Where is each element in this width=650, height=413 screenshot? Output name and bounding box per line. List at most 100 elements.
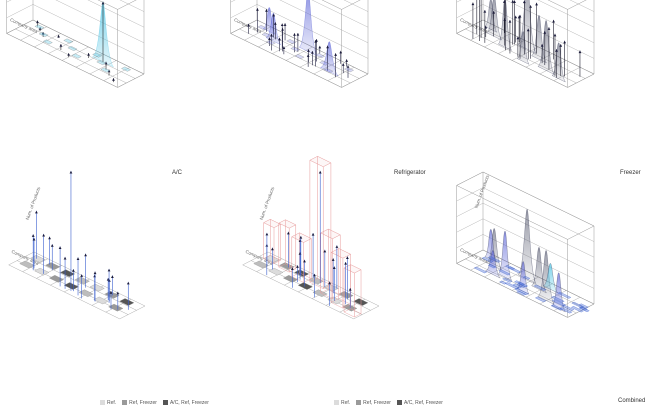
combined-floor-patch bbox=[487, 256, 502, 263]
stem-arrowhead bbox=[508, 19, 512, 23]
wall-grid-line bbox=[6, 0, 12, 3]
frame-edge bbox=[6, 0, 145, 88]
company-area-tile bbox=[286, 39, 297, 45]
stem-arrowhead bbox=[311, 232, 315, 236]
combined-floor-patch bbox=[517, 281, 525, 286]
stem-arrowhead bbox=[265, 232, 269, 236]
stem-arrowhead bbox=[563, 40, 567, 44]
company-area-tile bbox=[121, 66, 132, 72]
capacity-box-base bbox=[263, 255, 282, 264]
axis-label-y: Num. of Products bbox=[259, 186, 276, 221]
wall-grid-line bbox=[119, 0, 145, 12]
stem-arrowhead bbox=[278, 37, 281, 41]
axis-label-x: Company area bbox=[459, 247, 488, 264]
axis-label-x: Company area bbox=[9, 17, 38, 34]
stem-arrowhead bbox=[522, 0, 526, 4]
company-area-tile bbox=[100, 67, 111, 73]
floor-grid-line bbox=[256, 258, 282, 272]
company-area-tile bbox=[268, 267, 284, 276]
stem-arrowhead bbox=[58, 246, 62, 249]
stem-arrowhead bbox=[42, 233, 46, 237]
floor-grid-line bbox=[299, 53, 327, 68]
stem-arrowhead bbox=[116, 291, 120, 295]
stem-arrowhead bbox=[93, 274, 97, 278]
company-area-tile bbox=[34, 267, 50, 276]
company-area-tile bbox=[19, 260, 35, 269]
company-area-tile bbox=[294, 269, 310, 277]
stem-arrowhead bbox=[93, 271, 97, 275]
combined-floor-patch bbox=[504, 282, 520, 290]
wall-grid-line bbox=[569, 0, 595, 12]
stem-arrowhead bbox=[35, 210, 38, 214]
company-area-tile bbox=[108, 303, 124, 312]
stem-arrowhead bbox=[345, 59, 349, 62]
stem-arrowhead bbox=[483, 10, 487, 13]
combined-floor-patch bbox=[578, 306, 590, 313]
stem-arrowhead bbox=[314, 40, 318, 43]
floor-grid-line bbox=[25, 256, 137, 311]
capacity-box bbox=[309, 156, 332, 167]
stem-arrowhead bbox=[272, 13, 276, 17]
company-area-tile bbox=[74, 276, 90, 285]
stem-arrowhead bbox=[526, 28, 530, 32]
capacity-box bbox=[343, 264, 362, 274]
company-area-tile bbox=[78, 289, 94, 297]
capacity-box bbox=[278, 219, 297, 229]
combined-floor-patch bbox=[487, 263, 497, 269]
stem-arrowhead bbox=[326, 45, 329, 49]
stem-arrowhead bbox=[552, 19, 556, 23]
stem-arrowhead bbox=[296, 32, 300, 36]
company-area-tile bbox=[342, 303, 358, 312]
wall-grid-line bbox=[482, 218, 595, 273]
stem-arrowhead bbox=[345, 256, 349, 259]
stem-arrowhead bbox=[332, 266, 336, 269]
combined-floor-patch bbox=[570, 306, 584, 313]
floor-grid-line bbox=[8, 264, 120, 320]
floor-grid-line bbox=[15, 28, 127, 84]
stem-arrowhead bbox=[307, 49, 310, 52]
combined-floor-patch bbox=[514, 287, 529, 296]
combined-floor-patch bbox=[516, 290, 527, 296]
stem-arrowhead bbox=[471, 2, 475, 6]
company-area-tile bbox=[42, 39, 53, 45]
stem-arrowhead bbox=[502, 0, 506, 3]
combined-floor-patch bbox=[535, 296, 547, 303]
stem-arrowhead bbox=[555, 49, 558, 52]
wall-grid-line bbox=[279, 0, 369, 43]
stem-arrowhead bbox=[540, 44, 544, 47]
combined-floor-patch bbox=[522, 275, 531, 280]
combined-floor-patch bbox=[559, 307, 573, 314]
stem-arrowhead bbox=[313, 273, 316, 277]
stem-arrowhead bbox=[36, 20, 39, 24]
stem-arrowhead bbox=[107, 279, 111, 282]
stem-arrowhead bbox=[256, 8, 259, 11]
capacity-box bbox=[330, 248, 352, 259]
capacity-box-base bbox=[343, 308, 362, 318]
stem-arrowhead bbox=[280, 23, 284, 27]
stem-arrowhead bbox=[282, 46, 286, 49]
wall-grid-line bbox=[456, 0, 462, 3]
stem-arrowhead bbox=[273, 22, 277, 25]
stem-arrowhead bbox=[517, 15, 521, 19]
combined-floor-patch bbox=[499, 280, 507, 285]
stem-arrowhead bbox=[265, 9, 268, 12]
stem-arrowhead bbox=[80, 274, 84, 277]
company-area-tile bbox=[315, 53, 326, 59]
frame-edge bbox=[230, 0, 369, 88]
stem-arrowhead bbox=[84, 253, 88, 257]
legend-middle: Ref. Ref, Freezer A/C, Ref, Freezer bbox=[334, 400, 443, 406]
company-area-tile bbox=[283, 275, 299, 283]
panel-title-refrigerator: Refrigerator bbox=[394, 170, 426, 176]
wall-grid-line bbox=[456, 203, 484, 217]
wall-grid-line bbox=[482, 187, 595, 242]
stem-arrowhead bbox=[59, 44, 63, 47]
wall-grid-line bbox=[311, 0, 369, 28]
combined-floor-patch bbox=[512, 283, 523, 289]
stem-arrowhead bbox=[341, 63, 345, 66]
stem-arrowhead bbox=[318, 45, 322, 49]
stem-arrowhead bbox=[310, 51, 314, 54]
